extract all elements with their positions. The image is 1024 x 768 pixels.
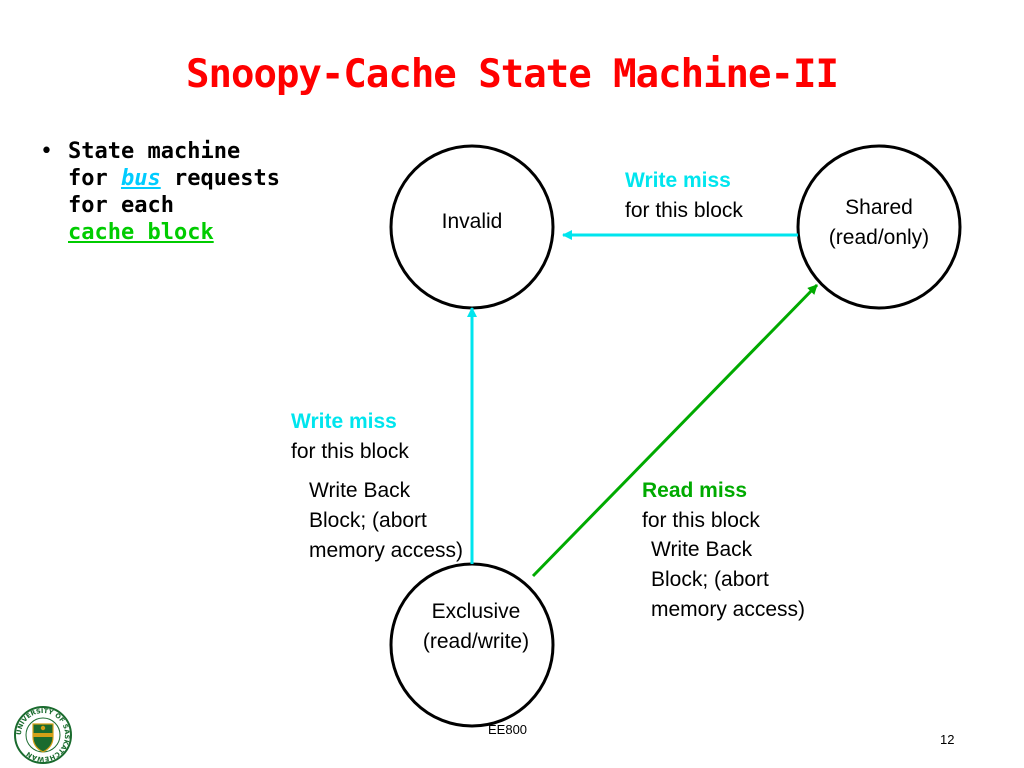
exclusive-to-invalid-event: Write miss bbox=[291, 410, 397, 433]
exclusive-to-invalid-action-1: Write Back bbox=[309, 479, 411, 502]
exclusive-to-shared-event: Read miss bbox=[642, 479, 748, 502]
crest-shield bbox=[32, 723, 54, 753]
exclusive-to-invalid-label: Write miss for this block bbox=[291, 407, 409, 467]
crest-emblem bbox=[40, 725, 46, 731]
exclusive-to-invalid-action-2: Block; (abort bbox=[309, 509, 427, 532]
bullet-text: State machine for bus requests for each … bbox=[68, 138, 280, 246]
bullet-line-2-post: requests bbox=[160, 166, 280, 191]
shared-label-line-2: (read/only) bbox=[828, 226, 930, 249]
shared-to-invalid-label: Write miss for this block bbox=[625, 166, 743, 226]
exclusive-to-shared-arrow bbox=[531, 283, 819, 578]
university-crest-icon: UNIVERSITY OF SASKATCHEWAN bbox=[14, 706, 72, 764]
exclusive-to-shared-action-2: Block; (abort bbox=[651, 568, 769, 591]
shared-state-circle bbox=[796, 144, 962, 310]
exclusive-to-shared-action-1: Write Back bbox=[651, 538, 753, 561]
slide-title: Snoopy-Cache State Machine-II bbox=[186, 52, 839, 97]
bullet-point: • State machine for bus requests for eac… bbox=[40, 138, 280, 246]
shared-label-line-1: Shared bbox=[845, 196, 913, 219]
bullet-line-2-pre: for bbox=[68, 166, 121, 191]
exclusive-to-shared-action-3: memory access) bbox=[651, 598, 806, 621]
crest-shield-band bbox=[33, 733, 53, 737]
exclusive-label-line-1: Exclusive bbox=[431, 600, 521, 623]
bus-link[interactable]: bus bbox=[120, 166, 161, 191]
shared-to-invalid-event: Write miss bbox=[625, 169, 731, 192]
cache-block-link[interactable]: cache block bbox=[68, 220, 214, 245]
exclusive-to-shared-label: Read miss for this block bbox=[642, 476, 760, 536]
exclusive-to-invalid-qualifier: for this block bbox=[291, 440, 409, 463]
exclusive-to-invalid-action: Write Back Block; (abort memory access) bbox=[309, 476, 463, 566]
exclusive-label-line-2: (read/write) bbox=[422, 630, 530, 653]
exclusive-to-invalid-action-3: memory access) bbox=[309, 539, 464, 562]
bullet-line-2: for bus requests bbox=[68, 165, 280, 192]
bullet-line-1: State machine bbox=[68, 139, 241, 164]
exclusive-state-label: Exclusive (read/write) bbox=[396, 597, 556, 657]
shared-state-label: Shared (read/only) bbox=[799, 193, 959, 253]
invalid-label-text: Invalid bbox=[441, 210, 503, 233]
course-code: EE800 bbox=[488, 722, 528, 737]
exclusive-to-shared-qualifier: for this block bbox=[642, 509, 760, 532]
invalid-state-label: Invalid bbox=[412, 207, 532, 237]
shared-to-invalid-qualifier: for this block bbox=[625, 199, 743, 222]
page-number: 12 bbox=[940, 732, 955, 747]
exclusive-to-shared-action: Write Back Block; (abort memory access) bbox=[651, 535, 805, 625]
bullet-line-3: for each bbox=[68, 193, 174, 218]
bullet-dot: • bbox=[40, 139, 53, 164]
